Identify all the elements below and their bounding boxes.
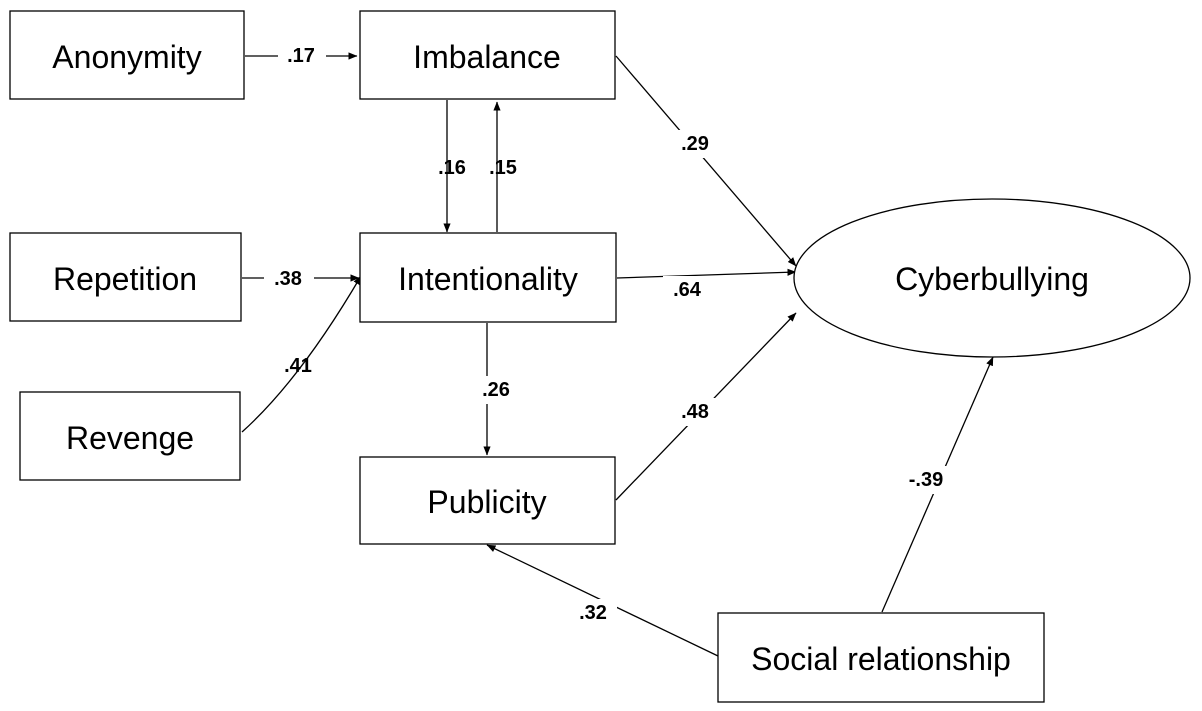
label-publicity-cyberbullying: .48 bbox=[681, 401, 709, 423]
node-repetition-box bbox=[9, 232, 242, 322]
edge-revenge-intentionality bbox=[241, 275, 362, 433]
node-repetition: Repetition bbox=[9, 232, 242, 322]
node-intentionality: Intentionality bbox=[359, 232, 617, 323]
nodes: Anonymity Imbalance Repetition Intention… bbox=[9, 10, 1191, 703]
node-cyberbullying: Cyberbullying bbox=[793, 198, 1191, 358]
node-repetition-label: Repetition bbox=[53, 261, 197, 297]
label-imbalance-intentionality: .16 bbox=[438, 157, 466, 179]
label-intentionality-publicity: .26 bbox=[482, 379, 510, 401]
node-revenge-label: Revenge bbox=[66, 420, 194, 456]
label-revenge-intentionality: .41 bbox=[284, 355, 312, 377]
node-anonymity-label: Anonymity bbox=[52, 39, 201, 75]
node-social-relationship-box bbox=[717, 612, 1045, 703]
node-intentionality-label: Intentionality bbox=[398, 261, 578, 297]
label-social-relationship-publicity: .32 bbox=[579, 602, 607, 624]
node-revenge-box bbox=[19, 391, 241, 481]
label-social-relationship-cyberbullying: -.39 bbox=[909, 469, 943, 491]
node-social-relationship-label: Social relationship bbox=[751, 641, 1011, 677]
node-anonymity-box bbox=[9, 10, 245, 100]
node-publicity-box bbox=[359, 456, 616, 545]
edge-intentionality-cyberbullying bbox=[616, 268, 797, 279]
node-imbalance: Imbalance bbox=[359, 10, 616, 100]
label-imbalance-cyberbullying: .29 bbox=[681, 133, 709, 155]
node-publicity-label: Publicity bbox=[427, 484, 546, 520]
label-intentionality-imbalance: .15 bbox=[489, 157, 517, 179]
edges bbox=[241, 52, 994, 657]
node-cyberbullying-label: Cyberbullying bbox=[895, 261, 1089, 297]
node-revenge: Revenge bbox=[19, 391, 241, 481]
node-anonymity: Anonymity bbox=[9, 10, 245, 100]
node-imbalance-label: Imbalance bbox=[413, 39, 561, 75]
node-social-relationship: Social relationship bbox=[717, 612, 1045, 703]
label-repetition-intentionality: .38 bbox=[274, 268, 302, 290]
edge-imbalance-cyberbullying bbox=[615, 55, 797, 267]
node-cyberbullying-ellipse bbox=[793, 198, 1191, 358]
node-intentionality-box bbox=[359, 232, 617, 323]
node-publicity: Publicity bbox=[359, 456, 616, 545]
label-intentionality-cyberbullying: .64 bbox=[673, 279, 702, 301]
label-anonymity-imbalance: .17 bbox=[287, 45, 315, 67]
edge-labels: .17 .16 .15 .29 .38 .64 .41 .26 .48 -.39… bbox=[264, 42, 952, 627]
node-imbalance-box bbox=[359, 10, 616, 100]
